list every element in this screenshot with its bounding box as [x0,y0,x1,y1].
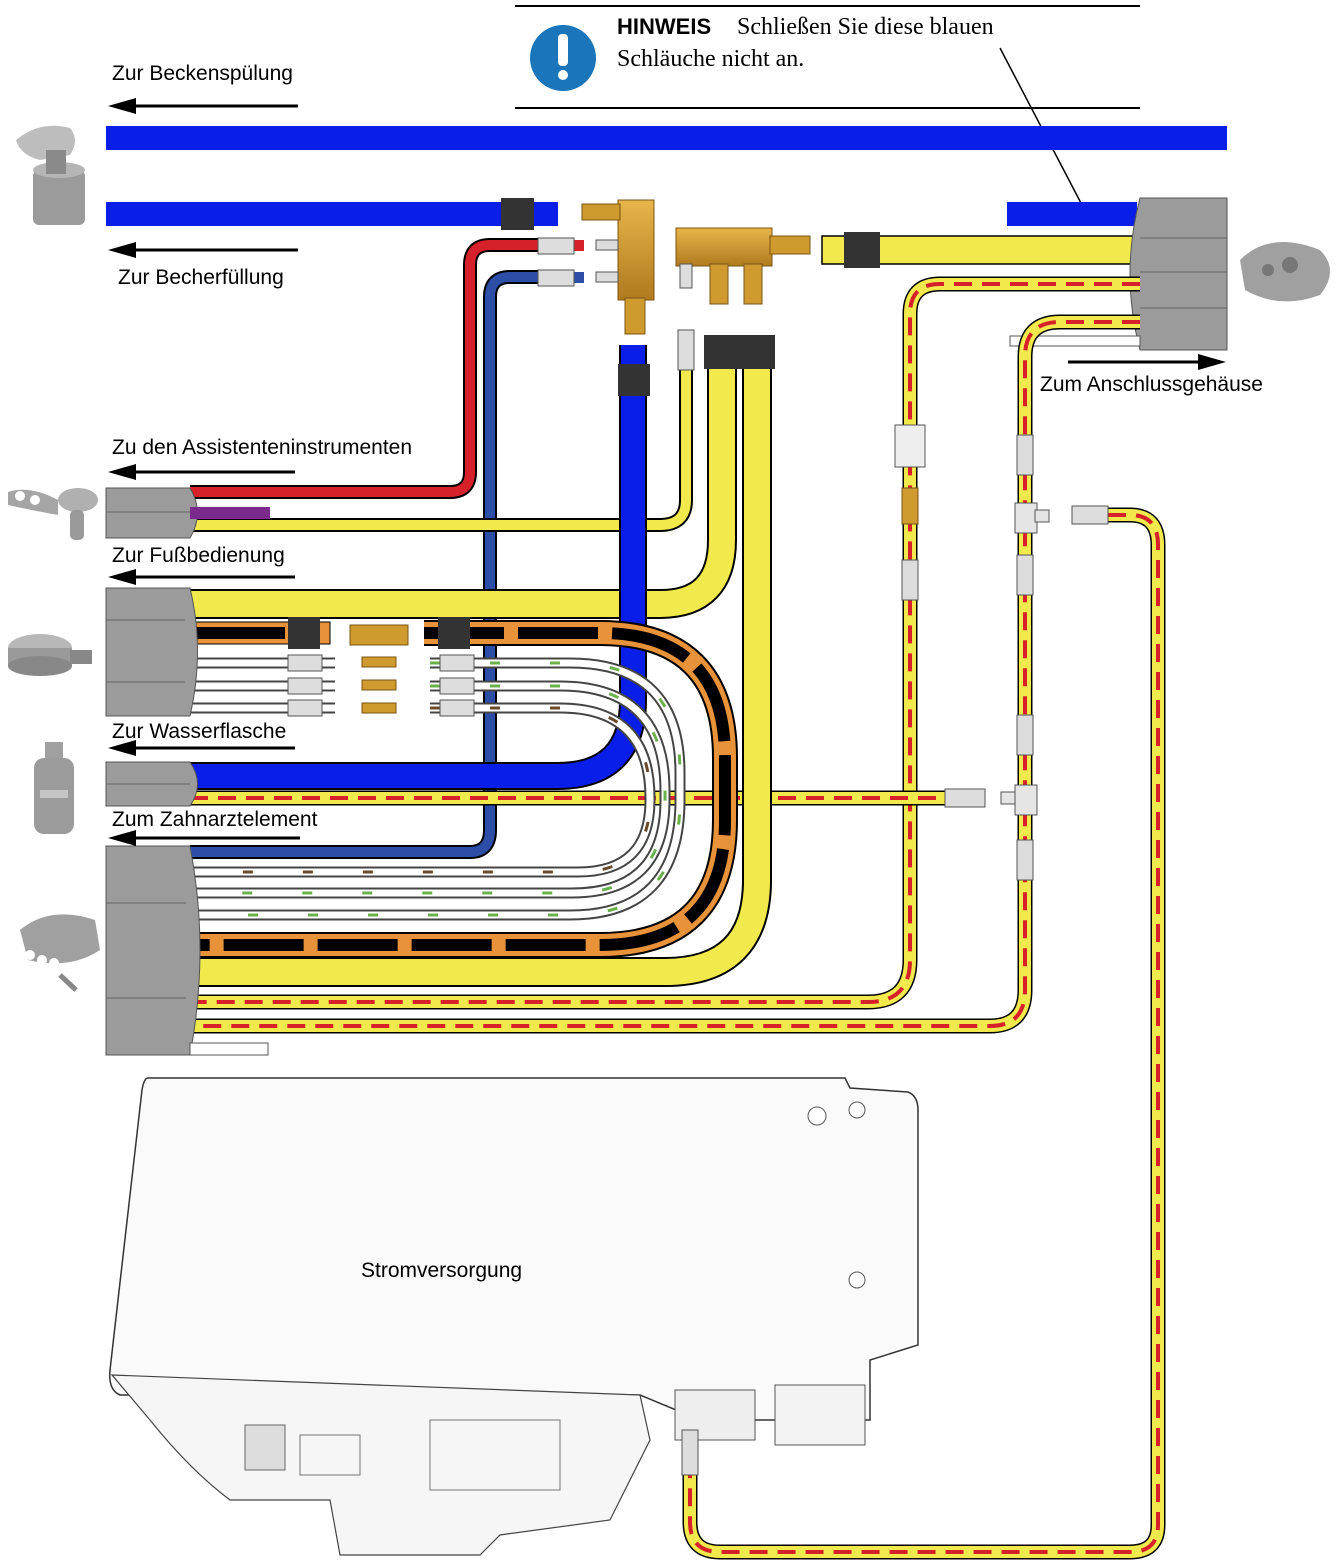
spittoon-icon [16,125,85,225]
conduit-anschlussgehaeuse [1129,197,1228,351]
red-tube [190,240,540,497]
dark-blue-tube [190,272,540,857]
tube-connector [501,198,534,230]
fitting [1016,434,1034,476]
conduit-fussbedienung [105,587,198,717]
green-tubes [190,657,686,921]
water-bottle-icon [34,742,74,834]
arrow-assistenten [108,464,295,480]
arrow-becherfuellung [108,242,298,258]
dental-chair-icon [1240,242,1330,302]
brass-manifold [675,227,811,305]
conduit-assistenten [105,487,198,539]
label-becherfuellung: Zur Becherfüllung [118,266,284,289]
t-fitting [1000,784,1038,816]
label-beckenspuelung: Zur Beckenspülung [112,62,293,85]
fitting [901,559,919,601]
power-supply-unit [108,1077,919,1556]
label-fussbedienung: Zur Fußbedienung [112,544,285,567]
fitting [1016,839,1034,881]
arrow-wasserflasche [108,740,295,756]
exclamation-icon [530,25,596,91]
label-assistenten: Zu den Assistenteninstrumenten [112,436,412,459]
label-stromversorgung: Stromversorgung [361,1259,522,1282]
fitting [1016,554,1034,596]
fitting [944,788,986,808]
yellow-tube-assistent [190,330,691,530]
connector-set [287,624,475,717]
label-wasserflasche: Zur Wasserflasche [112,720,286,743]
fitting [681,1429,699,1476]
blue-tube-beckenspuelung [106,126,1227,150]
fitting [1071,505,1109,525]
label-anschlussgehaeuse: Zum Anschlussgehäuse [1040,373,1263,396]
fitting [894,424,926,468]
brass-t-fitting [581,199,655,335]
blue-tube-becherfuellung [106,202,558,226]
notice-title: HINWEIS [617,14,711,39]
fitting [1016,714,1034,756]
foot-control-icon [8,634,92,676]
label-zahnarzt: Zum Zahnarztelement [112,808,318,831]
notice-box: HINWEIS Schließen Sie diese blauen Schlä… [515,5,1140,206]
blue-tube-unconnected [1007,202,1137,226]
fitting [537,269,575,287]
yellow-tube-fussbedienung [190,340,735,617]
arrow-beckenspuelung [108,98,298,114]
arrow-anschlussgehaeuse [1068,354,1226,370]
yellow-tube-zahnarzt [190,340,770,985]
arrow-zahnarzt [108,830,300,846]
fitting [537,237,575,255]
arrow-fussbedienung [108,569,295,585]
conduit-wasserflasche [105,761,198,807]
conduit-zahnarzt [105,845,201,1056]
fitting [901,487,919,525]
tube-connector [844,232,880,268]
assistant-instrument-icon [8,488,98,540]
t-fitting [1014,502,1050,534]
dentist-element-icon [20,914,100,992]
notice-line2: Schläuche nicht an. [617,46,804,72]
notice-line1: Schließen Sie diese blauen [737,14,994,40]
purple-tube [190,507,270,519]
